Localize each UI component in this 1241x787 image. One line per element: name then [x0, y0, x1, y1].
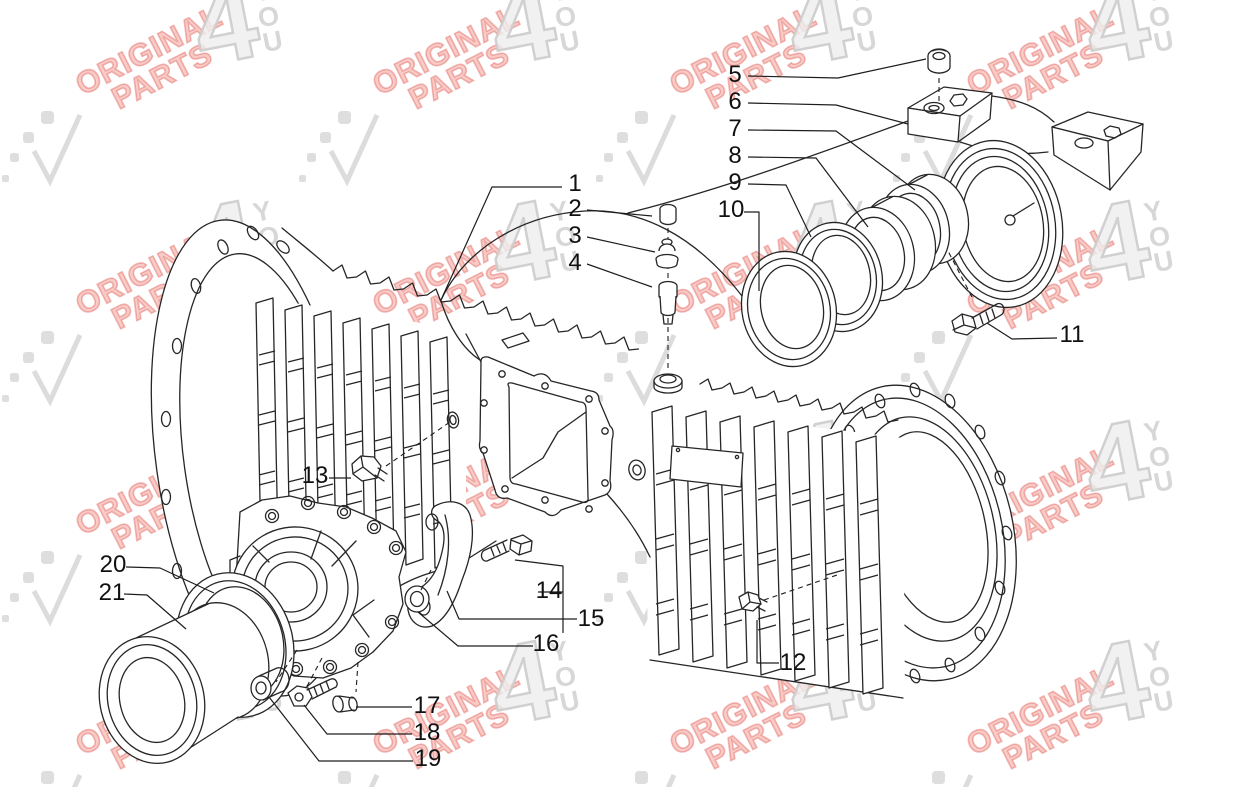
callout-2: 2 — [568, 195, 581, 222]
callout-numbers: 1 2 3 4 5 6 7 8 9 10 11 12 13 14 15 16 1… — [99, 61, 1085, 772]
callout-19: 19 — [415, 745, 442, 772]
callout-15: 15 — [578, 605, 605, 632]
callout-11: 11 — [1060, 321, 1085, 348]
callout-7: 7 — [728, 115, 741, 142]
callout-21: 21 — [99, 579, 126, 606]
breather-body-4 — [658, 280, 678, 325]
callout-9: 9 — [728, 169, 741, 196]
plug-19 — [250, 667, 290, 701]
drain-plug-hole — [446, 411, 460, 429]
breather-boss — [653, 373, 683, 394]
callout-14: 14 — [536, 577, 563, 604]
breather-cap-2 — [659, 203, 677, 226]
callout-18: 18 — [414, 719, 441, 746]
callout-10: 10 — [718, 196, 745, 223]
bolt-18 — [287, 678, 338, 707]
collar-21 — [98, 602, 270, 765]
pin-17 — [332, 695, 358, 713]
id-plate — [669, 445, 744, 488]
callout-20: 20 — [100, 551, 127, 578]
callout-8: 8 — [728, 142, 741, 169]
callout-12: 12 — [780, 649, 807, 676]
nut-5 — [927, 48, 951, 74]
callout-5: 5 — [728, 61, 741, 88]
callout-6: 6 — [728, 88, 741, 115]
callout-17: 17 — [414, 692, 441, 719]
callout-4: 4 — [568, 249, 581, 276]
callout-3: 3 — [568, 222, 581, 249]
callout-1: 1 — [568, 170, 581, 197]
plug-12 — [738, 591, 768, 612]
callout-13: 13 — [302, 462, 329, 489]
breather-valve-3 — [655, 238, 679, 269]
bolt-11 — [951, 302, 1005, 336]
cooling-fins-right — [645, 378, 905, 699]
gasket-bolt-holes — [480, 370, 609, 513]
bolt-14 — [480, 534, 533, 562]
plug-13 — [351, 455, 388, 482]
bearing-rings — [740, 173, 970, 368]
ring-10 — [740, 250, 838, 368]
callout-16: 16 — [533, 630, 560, 657]
callout-leader-lines — [123, 58, 1058, 762]
ring-16 — [404, 585, 430, 613]
